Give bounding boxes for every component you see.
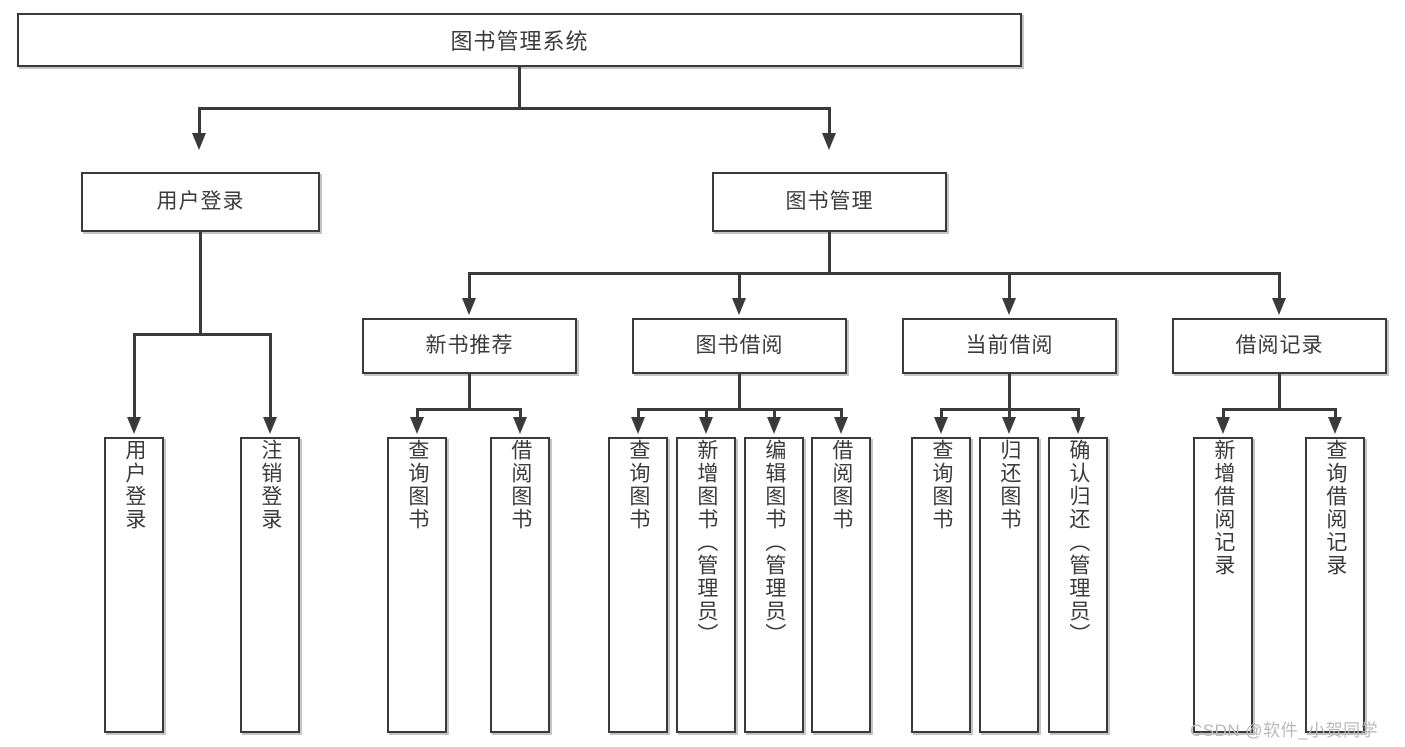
node-user-login[interactable]: 用户登录 [81, 172, 320, 232]
connector-login-drop-2 [269, 333, 272, 419]
connector-borrow-drop-1 [637, 408, 640, 419]
leaf-logout-label: 注销登录 [258, 439, 282, 531]
node-current-borrow[interactable]: 当前借阅 [902, 318, 1117, 374]
arrowhead-root-2 [822, 133, 836, 150]
watermark: CSDN @软件_小贺同学 [1190, 721, 1379, 740]
leaf-edit-book-admin[interactable]: 编辑图书（管理员） [744, 437, 804, 733]
connector-root-bus [198, 107, 830, 110]
arrowhead-login-1 [127, 417, 141, 434]
leaf-confirm-return-admin[interactable]: 确认归还（管理员） [1048, 437, 1108, 733]
node-borrow-record-label: 借阅记录 [1235, 334, 1324, 358]
node-user-login-label: 用户登录 [156, 190, 245, 214]
connector-borrow-bus [637, 408, 842, 411]
connector-login-drop-1 [133, 333, 136, 419]
node-root[interactable]: 图书管理系统 [17, 13, 1022, 67]
leaf-query-book-label: 查询图书 [626, 439, 650, 531]
leaf-return-book[interactable]: 归还图书 [979, 437, 1039, 733]
connector-recommend-stem [468, 374, 471, 410]
leaf-add-book-admin-label: 新增图书（管理员） [694, 439, 718, 646]
arrowhead-bookmgmt-3 [1002, 298, 1016, 315]
leaf-borrow-book-label: 借阅图书 [829, 439, 853, 531]
arrowhead-recommend-1 [410, 417, 424, 434]
connector-borrow-stem [738, 374, 741, 410]
leaf-query-book-recommend[interactable]: 查询图书 [387, 437, 447, 733]
connector-root-stem [518, 67, 521, 109]
connector-record-drop-2 [1334, 408, 1337, 419]
leaf-query-borrow-record[interactable]: 查询借阅记录 [1305, 437, 1365, 733]
node-book-borrow-label: 图书借阅 [695, 334, 784, 358]
connector-record-stem [1278, 374, 1281, 410]
connector-recommend-drop-1 [416, 408, 419, 419]
leaf-user-login[interactable]: 用户登录 [104, 437, 164, 733]
arrowhead-current-2 [1002, 417, 1016, 434]
leaf-return-book-label: 归还图书 [997, 439, 1021, 531]
arrowhead-current-1 [934, 417, 948, 434]
connector-current-drop-3 [1077, 408, 1080, 419]
leaf-user-login-label: 用户登录 [122, 439, 146, 531]
leaf-query-book[interactable]: 查询图书 [608, 437, 668, 733]
arrowhead-bookmgmt-2 [732, 298, 746, 315]
leaf-borrow-book-recommend-label: 借阅图书 [508, 439, 532, 531]
node-current-borrow-label: 当前借阅 [965, 334, 1054, 358]
connector-recommend-drop-2 [519, 408, 522, 419]
leaf-confirm-return-admin-label: 确认归还（管理员） [1066, 439, 1090, 646]
connector-bookmgmt-bus [468, 272, 1280, 275]
connector-bookmgmt-drop-2 [738, 272, 741, 300]
leaf-edit-book-admin-label: 编辑图书（管理员） [762, 439, 786, 646]
arrowhead-recommend-2 [513, 417, 527, 434]
node-book-management-label: 图书管理 [785, 190, 874, 214]
connector-current-stem [1008, 374, 1011, 410]
arrowhead-current-3 [1071, 417, 1085, 434]
arrowhead-root-1 [192, 133, 206, 150]
connector-record-bus [1222, 408, 1336, 411]
arrowhead-record-1 [1216, 417, 1230, 434]
arrowhead-bookmgmt-1 [462, 298, 476, 315]
arrowhead-borrow-1 [631, 417, 645, 434]
connector-borrow-drop-3 [773, 408, 776, 419]
node-book-borrow[interactable]: 图书借阅 [632, 318, 847, 374]
leaf-add-borrow-record-label: 新增借阅记录 [1211, 439, 1235, 577]
node-root-label: 图书管理系统 [450, 29, 589, 54]
leaf-query-borrow-record-label: 查询借阅记录 [1323, 439, 1347, 577]
arrowhead-login-2 [263, 417, 277, 434]
connector-current-drop-1 [940, 408, 943, 419]
node-new-book-recommend-label: 新书推荐 [425, 334, 514, 358]
arrowhead-record-2 [1328, 417, 1342, 434]
leaf-add-borrow-record[interactable]: 新增借阅记录 [1193, 437, 1253, 733]
arrowhead-borrow-2 [699, 417, 713, 434]
node-borrow-record[interactable]: 借阅记录 [1172, 318, 1387, 374]
connector-recommend-bus [416, 408, 521, 411]
connector-bookmgmt-drop-1 [468, 272, 471, 300]
arrowhead-bookmgmt-4 [1272, 298, 1286, 315]
leaf-add-book-admin[interactable]: 新增图书（管理员） [676, 437, 736, 733]
leaf-borrow-book[interactable]: 借阅图书 [811, 437, 871, 733]
connector-bookmgmt-drop-3 [1008, 272, 1011, 300]
connector-borrow-drop-4 [840, 408, 843, 419]
connector-borrow-drop-2 [705, 408, 708, 419]
node-book-management[interactable]: 图书管理 [712, 172, 947, 232]
leaf-query-book-current[interactable]: 查询图书 [911, 437, 971, 733]
connector-login-bus [133, 333, 271, 336]
connector-record-drop-1 [1222, 408, 1225, 419]
connector-root-drop-1 [198, 107, 201, 135]
arrowhead-borrow-3 [767, 417, 781, 434]
arrowhead-borrow-4 [834, 417, 848, 434]
connector-bookmgmt-stem [828, 232, 831, 274]
leaf-logout[interactable]: 注销登录 [240, 437, 300, 733]
leaf-query-book-current-label: 查询图书 [929, 439, 953, 531]
connector-login-stem [199, 232, 202, 335]
connector-root-drop-2 [828, 107, 831, 135]
leaf-borrow-book-recommend[interactable]: 借阅图书 [490, 437, 550, 733]
connector-bookmgmt-drop-4 [1278, 272, 1281, 300]
leaf-query-book-recommend-label: 查询图书 [405, 439, 429, 531]
connector-current-drop-2 [1008, 408, 1011, 419]
node-new-book-recommend[interactable]: 新书推荐 [362, 318, 577, 374]
